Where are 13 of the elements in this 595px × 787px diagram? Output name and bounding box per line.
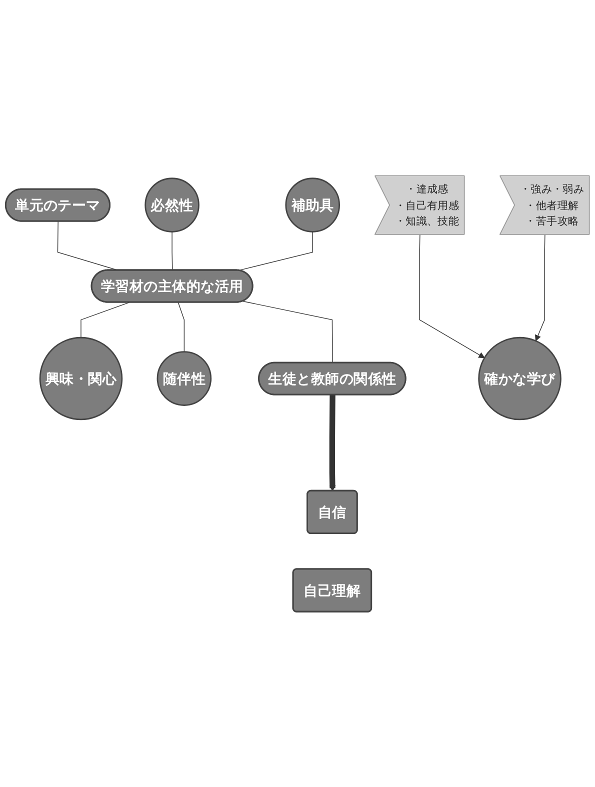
connector [172, 231, 173, 271]
arrow [535, 234, 546, 341]
node-circle: 確かな学び [478, 336, 562, 420]
arrow [419, 234, 485, 358]
node-circle: 興味・関心 [39, 336, 123, 420]
node-circle: 必然性 [144, 177, 200, 232]
arrow [329, 394, 336, 492]
node-circle: 補助具 [285, 177, 340, 232]
connector [238, 231, 313, 271]
connector [80, 302, 130, 338]
connector [242, 300, 333, 364]
connector [178, 302, 185, 352]
node-circle: 随伴性 [156, 350, 212, 406]
